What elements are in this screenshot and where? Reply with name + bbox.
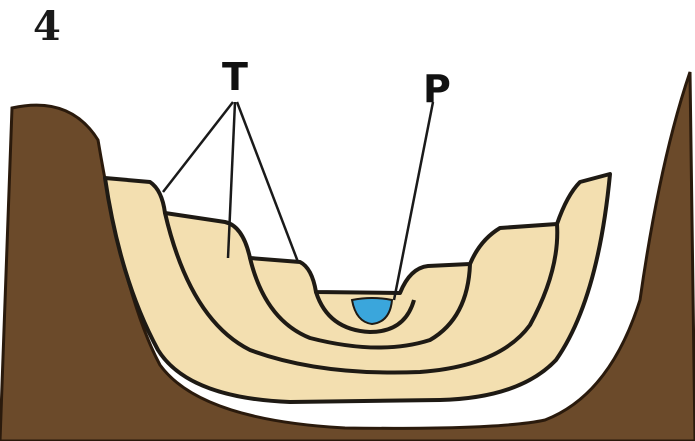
pointer-line-t-3 bbox=[237, 102, 298, 262]
pointer-line-t-1 bbox=[163, 102, 233, 192]
terrace-deposit-outer bbox=[105, 174, 610, 402]
label-river: P bbox=[423, 67, 451, 111]
figure-number: 4 bbox=[33, 3, 61, 50]
label-terraces: T bbox=[222, 55, 248, 99]
